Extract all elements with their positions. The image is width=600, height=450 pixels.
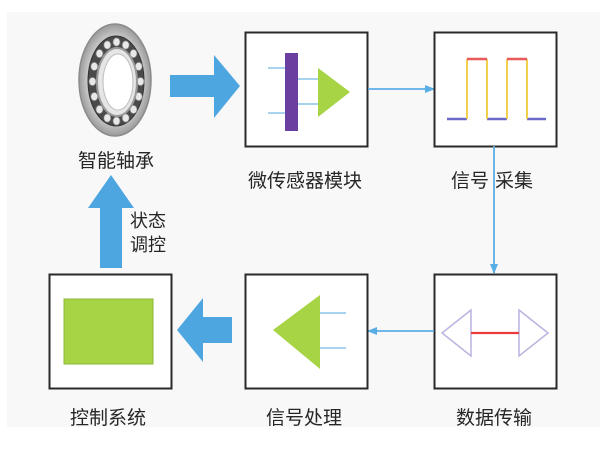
label-data-transmission: 数据传输 <box>456 407 533 429</box>
label-control-system: 控制系统 <box>70 407 147 429</box>
bearing-ball <box>90 61 99 72</box>
control-system-box <box>48 273 173 390</box>
sensor-module-box <box>244 31 369 148</box>
bearing-ball <box>103 40 112 50</box>
label-state-regulation: 状态 调控 <box>130 211 166 256</box>
label-signal-acquisition: 信号 采集 <box>451 170 534 192</box>
arrow-bearing-to-sensor <box>170 55 240 118</box>
bearing-ball <box>95 104 104 115</box>
signal-acquisition-box <box>433 31 558 148</box>
bearing-ball <box>112 37 121 47</box>
label-sensor-module: 微传感器模块 <box>248 170 363 192</box>
bearing-ball <box>121 40 130 50</box>
ball-bearing-icon <box>78 23 152 137</box>
square-wave-icon <box>447 57 546 121</box>
arrow-processing-to-control <box>177 298 232 362</box>
bearing-ball <box>88 76 97 87</box>
bearing-ball <box>90 92 99 102</box>
data-transmission-box <box>433 273 558 390</box>
sensor-amplifier-icon <box>268 53 350 131</box>
label-smart-bearing: 智能轴承 <box>78 150 155 172</box>
amplifier-left-icon <box>273 295 346 369</box>
bearing-ball <box>95 48 104 59</box>
label-signal-processing: 信号处理 <box>266 407 343 429</box>
control-panel-icon <box>63 298 154 365</box>
bearing-ball <box>103 113 112 123</box>
bearing-ball <box>112 116 121 126</box>
double-arrow-icon <box>440 308 550 358</box>
bearing-ball <box>129 48 138 59</box>
arrow-control-to-bearing <box>88 175 134 268</box>
signal-processing-box <box>244 273 369 390</box>
